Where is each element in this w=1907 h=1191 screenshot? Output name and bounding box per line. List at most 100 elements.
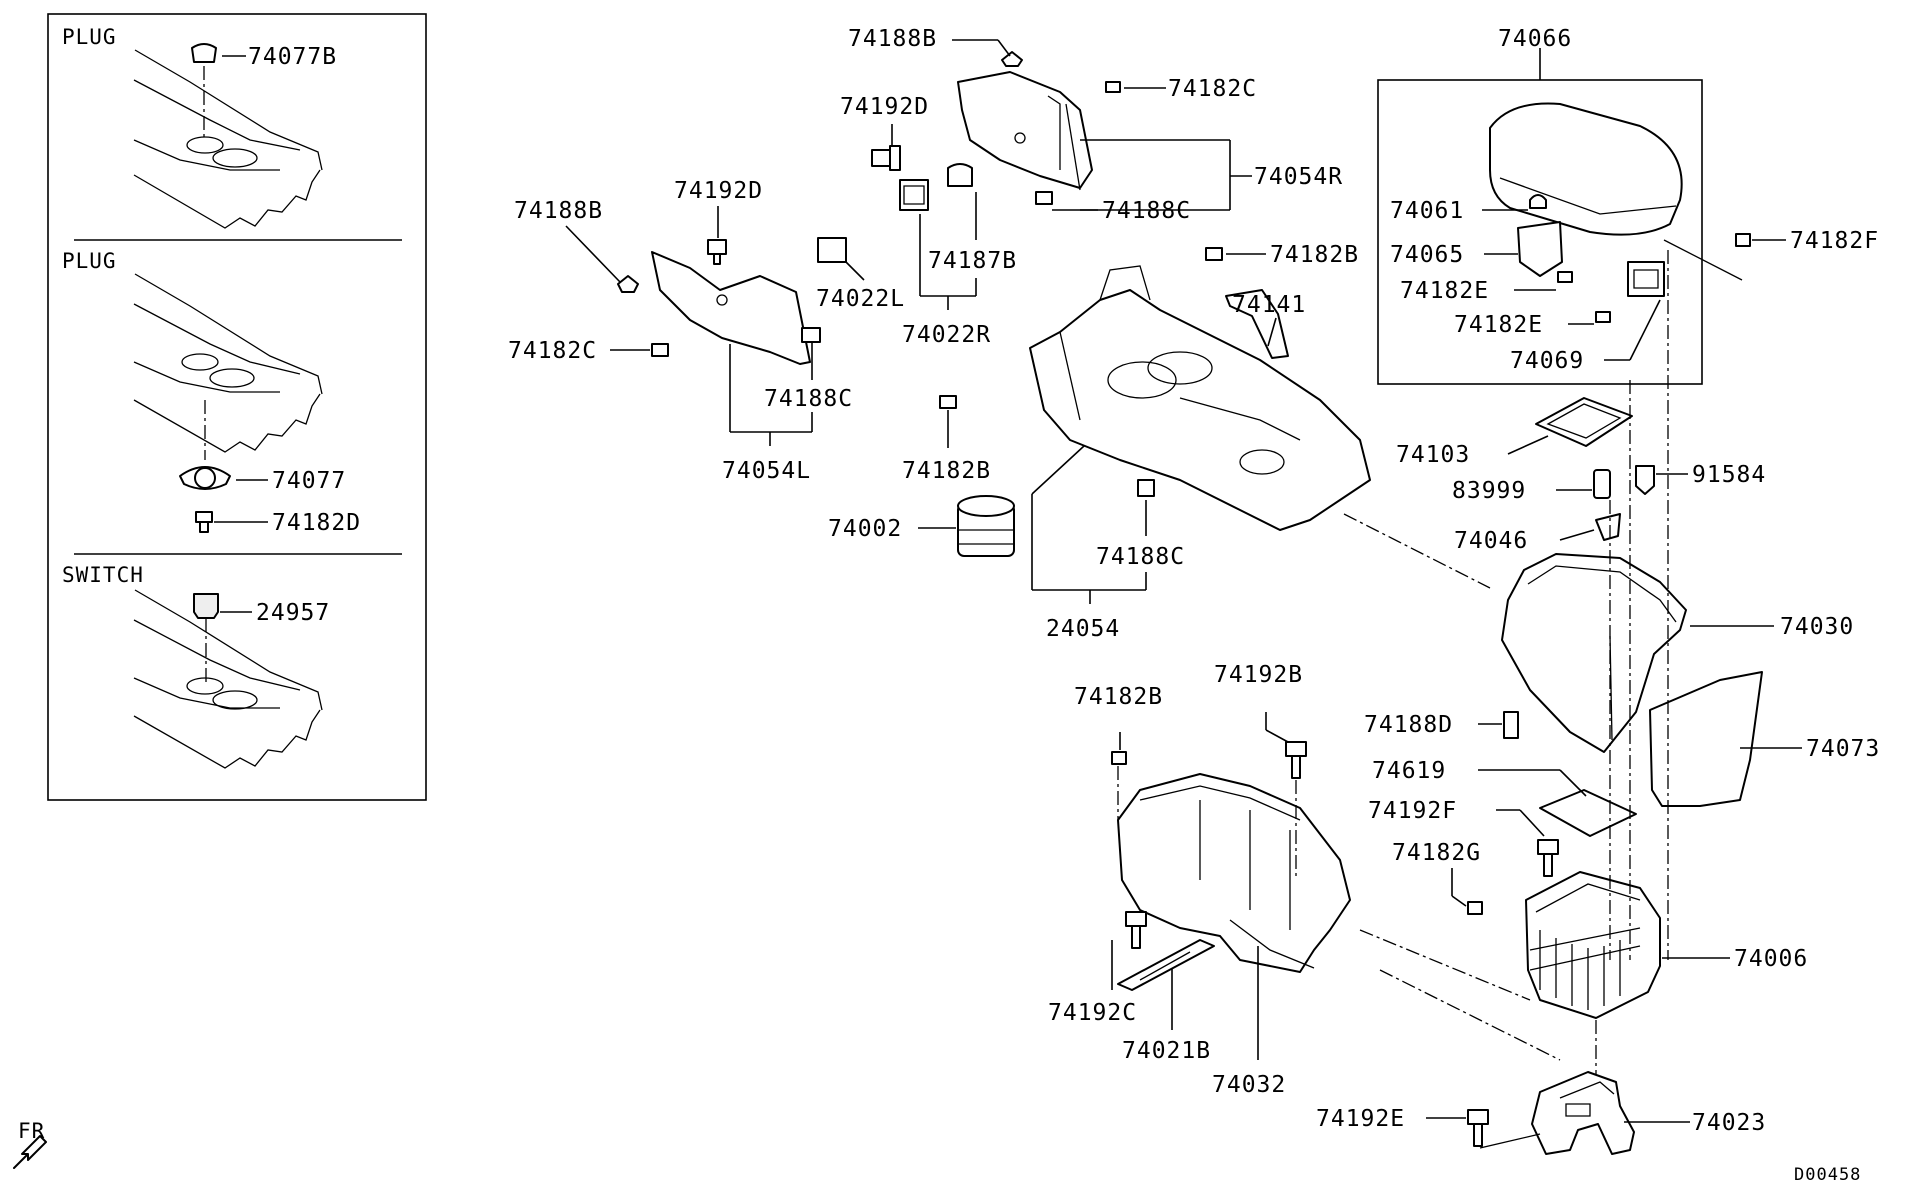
- clip-74188B-top-icon: [1001, 51, 1023, 67]
- part-label-91584: 91584: [1692, 462, 1766, 488]
- part-label-74188C-left: 74188C: [764, 386, 853, 412]
- screw-74182C-left-icon: [651, 343, 669, 357]
- part-label-74069: 74069: [1510, 348, 1584, 374]
- clip-74188C-left-icon: [801, 327, 821, 343]
- part-label-74032: 74032: [1212, 1072, 1286, 1098]
- front-direction-arrow-icon: [13, 1135, 47, 1169]
- part-label-74182D: 74182D: [272, 510, 361, 536]
- part-label-74030: 74030: [1780, 614, 1854, 640]
- bracket-74023-drawing: [1531, 1071, 1635, 1155]
- screw-74182F-icon: [1735, 233, 1751, 247]
- part-label-74054R: 74054R: [1254, 164, 1343, 190]
- part-label-74023: 74023: [1692, 1110, 1766, 1136]
- bolt-74192F-icon: [1537, 839, 1559, 877]
- screw-74182E-b-icon: [1595, 311, 1611, 323]
- part-label-74192C: 74192C: [1048, 1000, 1137, 1026]
- screw-74182D-icon: [195, 511, 213, 533]
- part-label-74192F: 74192F: [1368, 798, 1457, 824]
- bracket-74046-icon: [1595, 513, 1621, 541]
- part-label-74103: 74103: [1396, 442, 1470, 468]
- part-label-74065: 74065: [1390, 242, 1464, 268]
- inset-panel: PLUG PLUG SWITCH 74077B: [47, 13, 427, 801]
- part-label-74077B: 74077B: [248, 44, 337, 70]
- part-label-74061: 74061: [1390, 198, 1464, 224]
- mat-74619-icon: [1539, 789, 1637, 837]
- part-label-74021B: 74021B: [1122, 1038, 1211, 1064]
- part-label-74022L: 74022L: [816, 286, 905, 312]
- bolt-74192C-icon: [1125, 911, 1147, 949]
- switch-24957-icon: [193, 593, 219, 682]
- tray-74103-icon: [1535, 397, 1633, 447]
- part-label-74077: 74077: [272, 468, 346, 494]
- screw-74182G-icon: [1467, 901, 1483, 915]
- part-label-74188B-top: 74188B: [848, 26, 937, 52]
- cupholder-74002-icon: [957, 495, 1015, 557]
- bin-74006-drawing: [1525, 871, 1661, 1019]
- section-title-plug-1: PLUG: [62, 25, 117, 49]
- part-label-24054: 24054: [1046, 616, 1120, 642]
- bolt-74192B-icon: [1285, 741, 1307, 779]
- part-label-74182B-low: 74182B: [1074, 684, 1163, 710]
- part-label-74619: 74619: [1372, 758, 1446, 784]
- console-floor-sketch-1: [133, 49, 323, 229]
- bolt-74192D-left-icon: [707, 239, 727, 265]
- plug-74077B-icon: [191, 43, 217, 140]
- screw-74182C-top-icon: [1105, 81, 1121, 93]
- part-label-74182G: 74182G: [1392, 840, 1481, 866]
- part-label-74006: 74006: [1734, 946, 1808, 972]
- clip-74188B-left-icon: [617, 275, 639, 293]
- part-label-74188C-mid: 74188C: [1096, 544, 1185, 570]
- part-label-74188C-top: 74188C: [1102, 198, 1191, 224]
- bracket-74021B-icon: [1117, 939, 1215, 991]
- part-label-74022R: 74022R: [902, 322, 991, 348]
- screw-74182E-a-icon: [1557, 271, 1573, 283]
- part-label-74192B: 74192B: [1214, 662, 1303, 688]
- clip-74188C-top-icon: [1035, 191, 1053, 205]
- console-24054-drawing: [1029, 265, 1371, 531]
- armrest-74066-box: [1377, 48, 1703, 385]
- part-label-74182C-left: 74182C: [508, 338, 597, 364]
- part-label-74054L: 74054L: [722, 458, 811, 484]
- part-label-74182E-b: 74182E: [1454, 312, 1543, 338]
- front-marker-label: FR: [18, 1119, 45, 1143]
- console-floor-sketch-2: [133, 273, 323, 453]
- screw-74182B-low-icon: [1111, 751, 1127, 765]
- latch-74065-icon: [1517, 221, 1563, 277]
- part-label-24957: 24957: [256, 600, 330, 626]
- part-label-74182B-mid: 74182B: [902, 458, 991, 484]
- bracket-74022R-icon: [899, 179, 929, 211]
- screw-74182B-top-icon: [1205, 247, 1223, 261]
- part-label-74192E: 74192E: [1316, 1106, 1405, 1132]
- part-label-74141: 74141: [1232, 292, 1306, 318]
- diagram-code: D00458: [1794, 1165, 1861, 1185]
- part-label-74192D-left: 74192D: [674, 178, 763, 204]
- screw-74182B-mid-icon: [939, 395, 957, 409]
- part-label-74002: 74002: [828, 516, 902, 542]
- part-label-74182E-a: 74182E: [1400, 278, 1489, 304]
- bolt-74192E-icon: [1467, 1109, 1489, 1147]
- socket-83999-icon: [1593, 469, 1611, 499]
- part-label-74046: 74046: [1454, 528, 1528, 554]
- console-floor-sketch-3: [133, 589, 323, 769]
- part-label-74182F: 74182F: [1790, 228, 1879, 254]
- part-label-74187B: 74187B: [928, 248, 1017, 274]
- part-label-83999: 83999: [1452, 478, 1526, 504]
- hinge-74069-icon: [1627, 261, 1665, 297]
- section-title-plug-2: PLUG: [62, 249, 117, 273]
- part-label-74188D: 74188D: [1364, 712, 1453, 738]
- bumper-74061-icon: [1529, 194, 1547, 209]
- part-label-74073: 74073: [1806, 736, 1880, 762]
- bolt-74192D-top-icon: [871, 145, 901, 171]
- part-label-74192D-top: 74192D: [840, 94, 929, 120]
- section-title-switch: SWITCH: [62, 563, 144, 587]
- part-label-74182B-top: 74182B: [1270, 242, 1359, 268]
- clip-74188D-icon: [1503, 711, 1519, 739]
- part-label-74066: 74066: [1498, 26, 1572, 52]
- part-label-74182C-top: 74182C: [1168, 76, 1257, 102]
- plug-74077-icon: [179, 400, 231, 490]
- panel-74054L-drawing: [651, 251, 811, 365]
- cover-91584-icon: [1635, 465, 1655, 495]
- panel-74073-drawing: [1649, 671, 1763, 807]
